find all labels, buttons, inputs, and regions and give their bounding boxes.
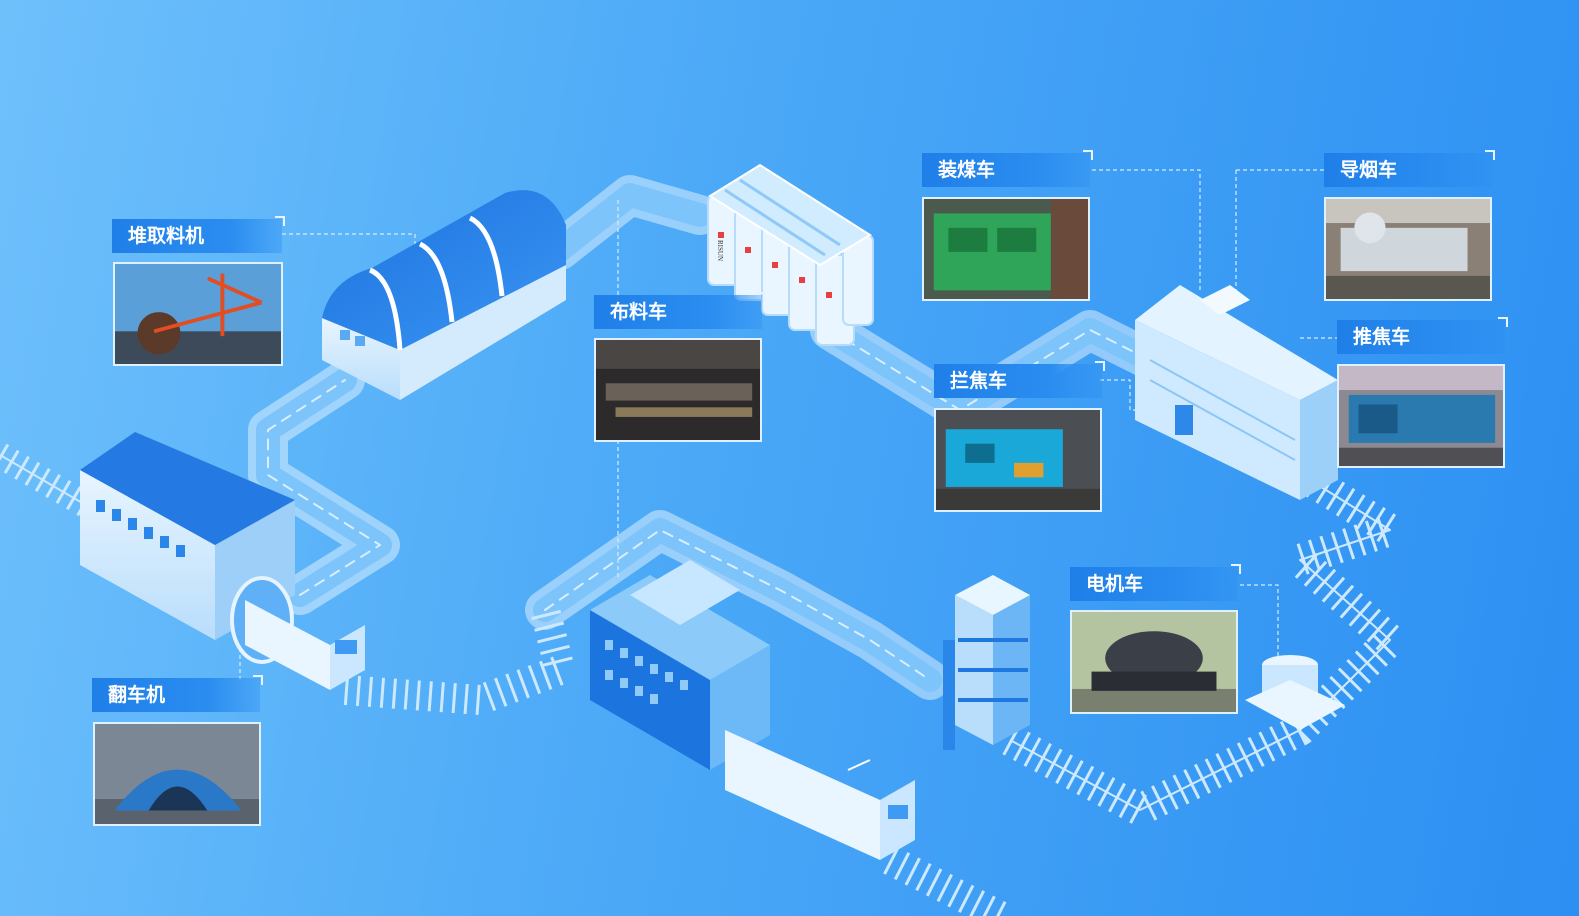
distribution-car-photo — [594, 338, 762, 442]
label-smoke: 导烟车 — [1324, 150, 1495, 187]
coke-guide-car-photo — [934, 408, 1102, 512]
left-train — [245, 600, 365, 690]
coal-charging-car-photo — [922, 197, 1090, 301]
central-train — [725, 730, 915, 860]
smoke-guide-car-photo — [1324, 197, 1492, 301]
coke-tower — [943, 575, 1030, 750]
car-dumper-photo — [93, 722, 261, 826]
coal-shed — [322, 190, 566, 400]
label-locomotive: 电机车 — [1070, 564, 1241, 601]
stacker-reclaimer-photo — [113, 262, 283, 366]
quench-car — [1245, 655, 1345, 730]
coke-oven — [1135, 285, 1338, 500]
electric-locomotive-photo — [1070, 610, 1238, 714]
label-guide: 拦焦车 — [934, 361, 1105, 398]
coal-silos — [707, 163, 874, 346]
label-distributor: 布料车 — [594, 292, 765, 329]
label-pusher: 推焦车 — [1337, 317, 1508, 354]
label-stacker: 堆取料机 — [112, 216, 285, 253]
label-tippler: 翻车机 — [92, 675, 263, 712]
coke-pusher-car-photo — [1337, 364, 1505, 468]
label-charging: 装煤车 — [922, 150, 1093, 187]
silo-brand-text: RISUN — [716, 240, 724, 262]
